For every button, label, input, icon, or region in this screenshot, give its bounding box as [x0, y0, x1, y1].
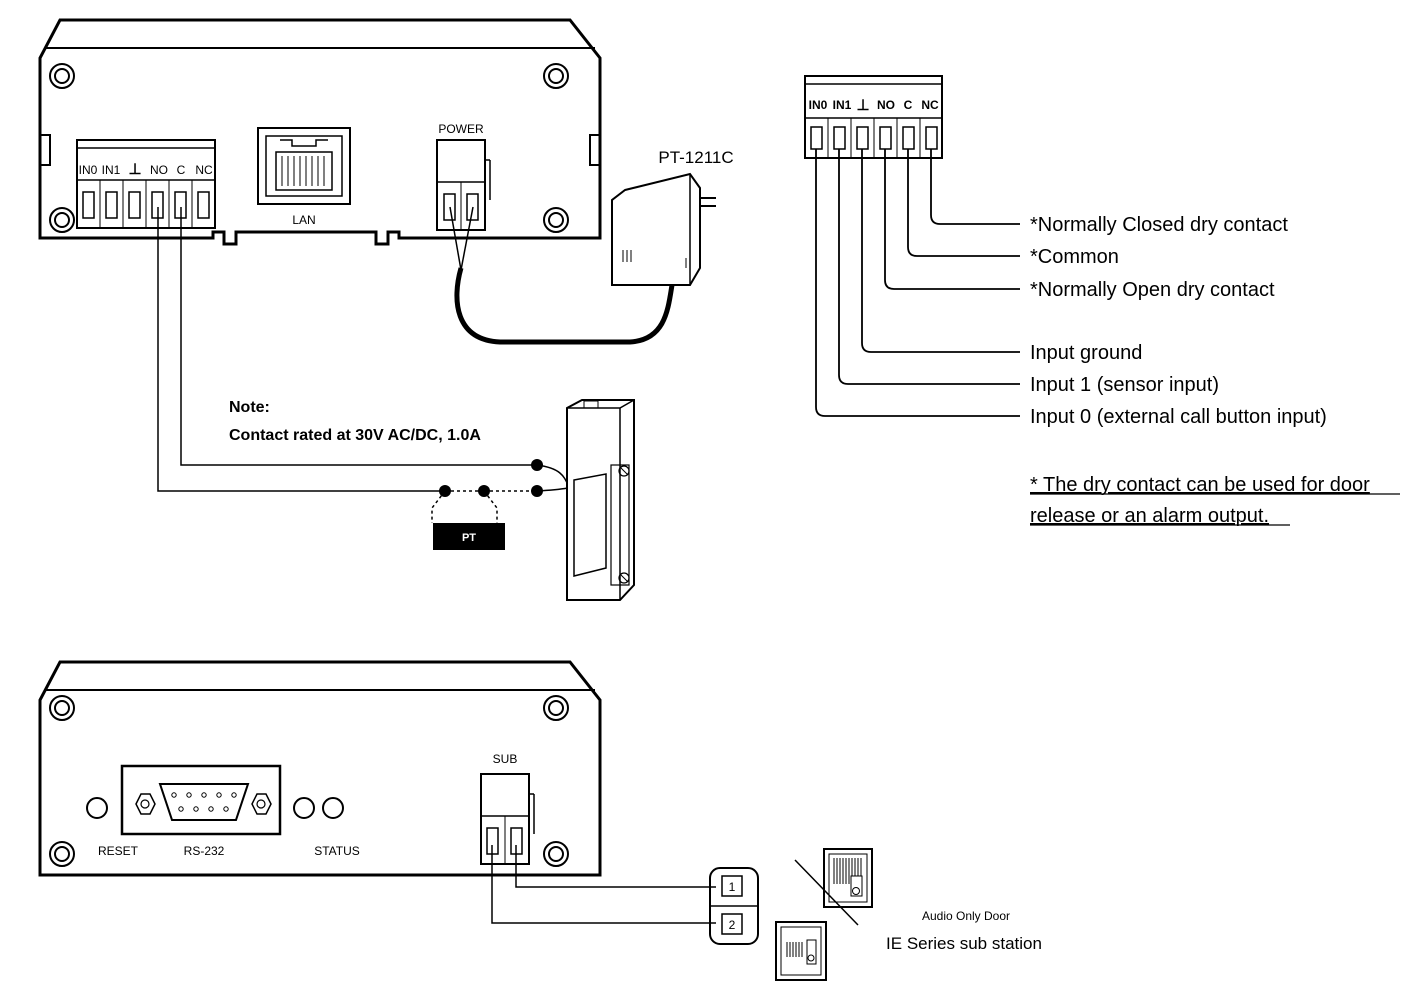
sub-terminal-2: 2	[729, 918, 736, 932]
detail-label-c: C	[904, 98, 913, 112]
sub-station-unit-lower	[775, 921, 827, 981]
detail-label-no: NO	[877, 98, 895, 112]
detail-descriptions: *Normally Closed dry contact *Common *No…	[1030, 214, 1327, 428]
rs232-port	[120, 764, 282, 836]
description-c: *Common	[1030, 246, 1119, 268]
terminal-label-nc: NC	[195, 163, 213, 177]
junction-dot	[478, 485, 490, 497]
screw-icon	[49, 63, 75, 89]
sub-station-unit-upper	[823, 848, 873, 908]
terminal-label-no: NO	[150, 163, 168, 177]
door-release-wiring	[157, 207, 569, 523]
detail-leader-lines	[815, 149, 1020, 417]
screw-icon	[251, 793, 272, 815]
terminal-label-c: C	[177, 163, 186, 177]
detail-label-ground: ⊥	[856, 97, 869, 114]
status-led-icon	[322, 797, 344, 819]
terminal-label-in1: IN1	[102, 163, 121, 177]
screw-icon	[543, 841, 569, 867]
junction-dot	[531, 459, 543, 471]
pt-box: PT	[433, 523, 505, 550]
sub-station-caption-small: Audio Only Door	[922, 909, 1010, 923]
bottom-unit-panel	[38, 660, 602, 877]
door-strike	[566, 399, 635, 601]
top-unit-panel	[38, 18, 602, 246]
top-terminal-block: IN0 IN1 ⊥ NO C NC	[76, 139, 216, 229]
terminal-label-ground: ⊥	[128, 161, 141, 178]
divider-line	[794, 859, 859, 926]
adapter-model-label: PT-1211C	[658, 148, 733, 167]
power-connector: POWER	[436, 122, 491, 231]
detail-label-in1: IN1	[833, 98, 852, 112]
status-led-icon	[293, 797, 315, 819]
description-in1: Input 1 (sensor input)	[1030, 374, 1219, 396]
description-no: *Normally Open dry contact	[1030, 279, 1275, 301]
reset-label: RESET	[98, 844, 139, 858]
pt-box-label: PT	[462, 532, 476, 544]
rs232-label: RS-232	[184, 844, 225, 858]
screw-icon	[49, 207, 75, 233]
description-in0: Input 0 (external call button input)	[1030, 406, 1327, 428]
screw-icon	[543, 63, 569, 89]
lan-label: LAN	[292, 213, 315, 227]
sub-terminal-1: 1	[729, 880, 736, 894]
note-text: Contact rated at 30V AC/DC, 1.0A	[229, 427, 481, 444]
sub-station-caption: IE Series sub station	[886, 934, 1042, 953]
sub-connector: SUB	[480, 752, 535, 865]
lan-port: LAN	[257, 127, 351, 227]
sub-label: SUB	[493, 752, 518, 766]
screw-icon	[49, 841, 75, 867]
sub-station-terminal-block: 1 2	[709, 867, 759, 945]
status-label: STATUS	[314, 844, 360, 858]
screw-icon	[543, 207, 569, 233]
screw-icon	[49, 695, 75, 721]
screw-icon	[543, 695, 569, 721]
reset-button-icon	[86, 797, 108, 819]
terminal-label-in0: IN0	[79, 163, 98, 177]
junction-dot	[531, 485, 543, 497]
detail-label-nc: NC	[921, 98, 939, 112]
screw-icon	[135, 793, 156, 815]
terminal-block-detail: IN0 IN1 ⊥ NO C NC	[804, 75, 943, 159]
junction-dot	[439, 485, 451, 497]
power-adapter: PT-1211C	[611, 148, 734, 286]
description-nc: *Normally Closed dry contact	[1030, 214, 1288, 236]
sub-station-wiring	[491, 845, 716, 924]
detail-label-in0: IN0	[809, 98, 828, 112]
footnote-line-2: release or an alarm output.	[1030, 505, 1269, 527]
power-cable	[449, 206, 675, 345]
footnote-line-1: * The dry contact can be used for door	[1030, 474, 1370, 496]
power-label: POWER	[438, 122, 484, 136]
description-ground: Input ground	[1030, 342, 1142, 364]
note-heading: Note:	[229, 399, 270, 416]
